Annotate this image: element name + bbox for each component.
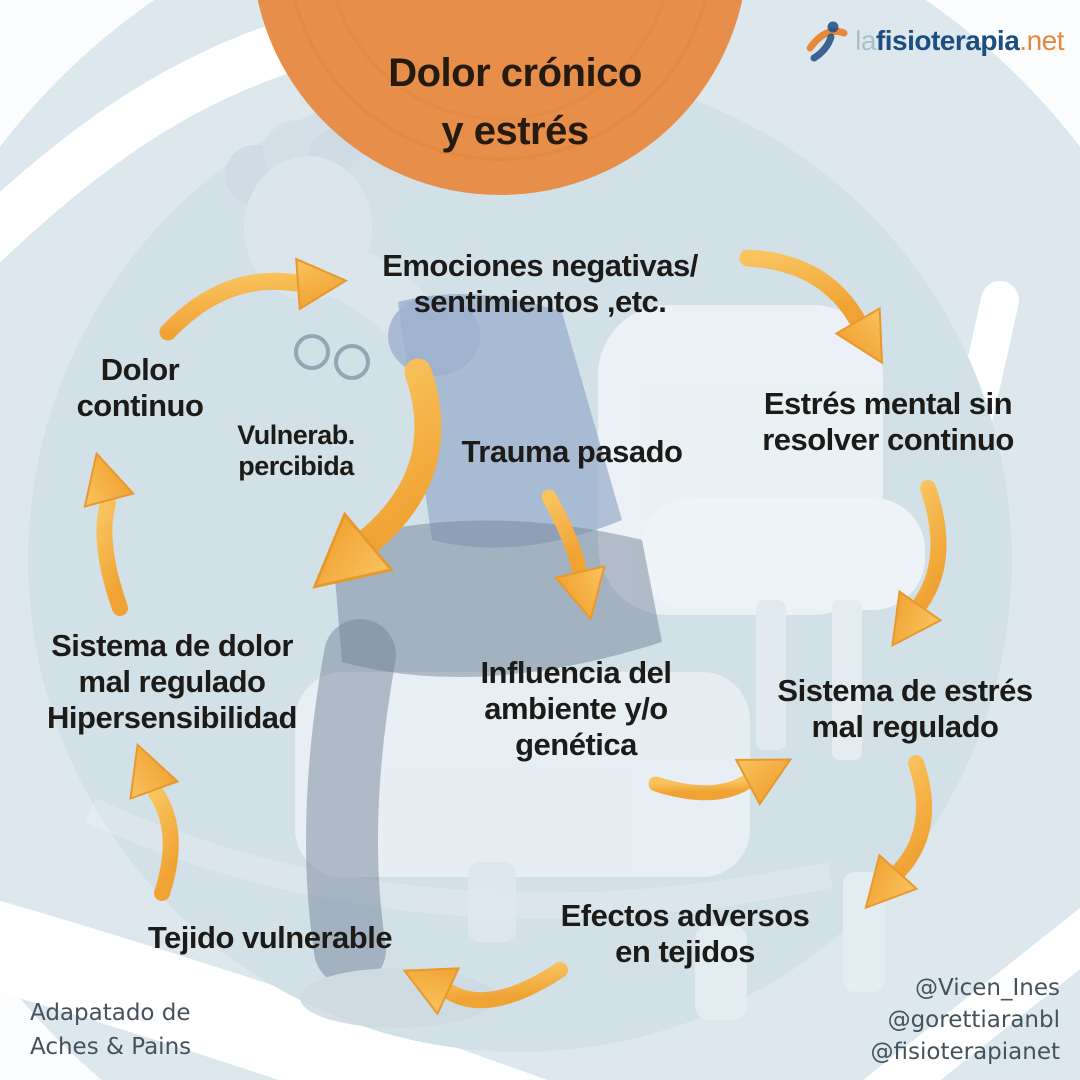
arrow-emociones-to-estres-mental — [739, 249, 905, 377]
adapted-line-1: Adapatado de — [30, 1000, 191, 1026]
arrow-sistema-estres-to-efectos — [846, 755, 933, 926]
arrow-vulnerab-to-sistema-dolor — [289, 358, 442, 616]
arrow-estres-mental-to-sistema-estres — [870, 480, 947, 661]
adapted-line-2: Aches & Pains — [30, 1034, 192, 1060]
handle-fisioterapianet[interactable]: @fisioterapianet — [870, 1039, 1060, 1065]
running-person-icon — [806, 21, 848, 62]
node-influencia: Influencia del ambiente y/o genética — [480, 655, 672, 763]
node-dolor-line-2: continuo — [76, 388, 204, 423]
node-trauma-line-1: Trauma pasado — [461, 434, 683, 469]
logo-prefix: la — [855, 25, 876, 56]
arrow-efectos-to-tejido — [392, 947, 568, 1015]
title-line-1: Dolor crónico — [388, 51, 642, 95]
node-vulnerab-line-1: Vulnerab. — [237, 420, 355, 450]
title-dome — [257, 0, 743, 195]
logo-brand: fisioterapia — [875, 25, 1020, 56]
logo-suffix: .net — [1019, 25, 1064, 56]
node-estres-mental-line-2: resolver continuo — [762, 422, 1014, 457]
arrow-trauma-to-influencia — [541, 489, 617, 626]
armchair-illustration — [295, 305, 925, 1020]
node-sistema-dolor-line-2: mal regulado — [78, 664, 266, 699]
node-efectos-adversos: Efectos adversos en tejidos — [561, 898, 810, 970]
social-handles: @Vicen_Ines @gorettiaranbl @fisioterapia… — [871, 972, 1060, 1068]
node-sistema-dolor: Sistema de dolor mal regulado Hipersensi… — [47, 628, 297, 736]
node-dolor-continuo: Dolor continuo — [77, 352, 204, 424]
title-line-2: y estrés — [441, 109, 589, 153]
node-dolor-line-1: Dolor — [100, 352, 180, 387]
node-emociones: Emociones negativas/ sentimientos ,etc. — [382, 248, 698, 320]
handle-vicen[interactable]: @Vicen_Ines — [915, 975, 1060, 1001]
arrow-influencia-to-sistema-estres — [648, 736, 804, 806]
node-emociones-line-2: sentimientos ,etc. — [413, 284, 667, 319]
node-tejido-vulnerable: Tejido vulnerable — [147, 920, 393, 956]
node-estres-mental: Estrés mental sin resolver continuo — [762, 386, 1014, 458]
cycle-arrows — [71, 249, 947, 1015]
adapted-from-credit: Adapatado de Aches & Pains — [30, 996, 191, 1064]
node-influencia-line-1: Influencia del — [480, 655, 672, 690]
node-influencia-line-3: genética — [515, 727, 637, 762]
inner-highlight-arc — [84, 798, 833, 919]
node-vulnerab-percibida: Vulnerab. percibida — [237, 420, 355, 482]
node-sistema-estres-line-2: mal regulado — [811, 709, 999, 744]
node-sistema-estres-line-1: Sistema de estrés — [777, 673, 1033, 708]
arrow-dolor-to-emociones — [159, 254, 349, 341]
node-efectos-line-2: en tejidos — [615, 934, 755, 969]
node-sistema-dolor-line-3: Hipersensibilidad — [47, 700, 297, 735]
logo-wordmark: lafisioterapia.net — [855, 25, 1064, 57]
node-trauma-pasado: Trauma pasado — [462, 434, 683, 470]
node-sistema-dolor-line-1: Sistema de dolor — [51, 628, 293, 663]
node-influencia-line-2: ambiente y/o — [484, 691, 668, 726]
node-vulnerab-line-2: percibida — [238, 451, 354, 481]
node-efectos-line-1: Efectos adversos — [560, 898, 810, 933]
node-emociones-line-1: Emociones negativas/ — [382, 248, 698, 283]
node-estres-mental-line-1: Estrés mental sin — [763, 386, 1013, 421]
page-title: Dolor crónico y estrés — [388, 44, 642, 160]
site-logo[interactable]: lafisioterapia.net — [803, 18, 1064, 64]
handle-goretti[interactable]: @gorettiaranbl — [887, 1007, 1060, 1033]
node-sistema-estres: Sistema de estrés mal regulado — [777, 673, 1033, 745]
arrow-sistema-dolor-to-dolor — [71, 446, 135, 616]
arrow-tejido-to-sistema-dolor — [113, 735, 179, 901]
node-tejido-line-1: Tejido vulnerable — [147, 920, 393, 955]
